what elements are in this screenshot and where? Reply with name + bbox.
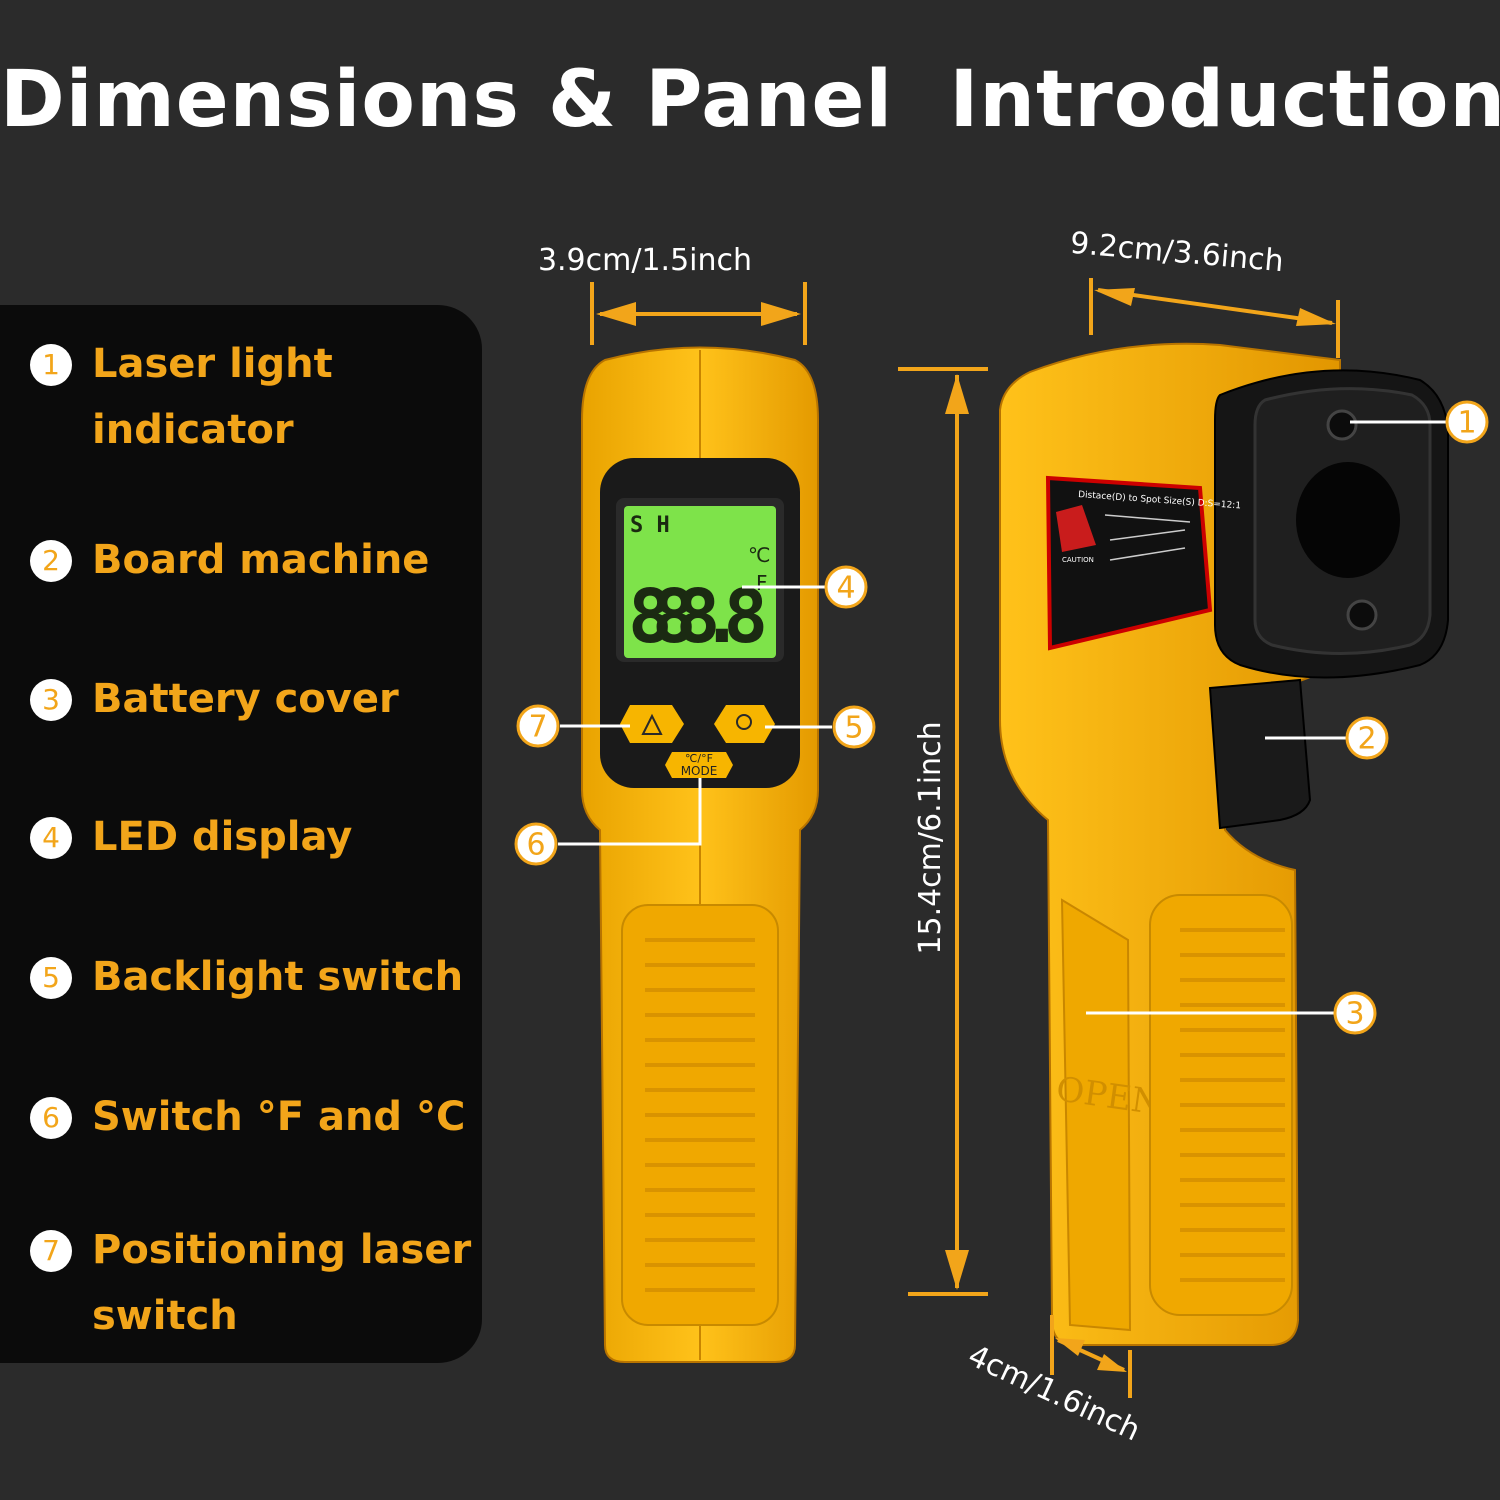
legend-label: Battery cover (92, 676, 399, 722)
dimension-label: 4cm/1.6inch (963, 1338, 1146, 1448)
legend-number: 4 (30, 817, 72, 859)
lightbulb-icon (736, 714, 752, 730)
callout-1: 1 (1350, 400, 1489, 444)
callout-number: 6 (526, 828, 545, 863)
callout-6: 6 (514, 778, 702, 866)
callout-number: 1 (1457, 406, 1476, 441)
legend-label: Switch °F and °C (92, 1094, 466, 1140)
legend-number: 7 (30, 1230, 72, 1272)
dimension-label: 15.4cm/6.1inch (913, 721, 948, 954)
callout-number: 5 (844, 711, 863, 746)
callout-number: 7 (528, 710, 547, 745)
legend-number: 3 (30, 679, 72, 721)
legend-number: 6 (30, 1097, 72, 1139)
callout-7: 7 (516, 704, 630, 748)
laser-button[interactable] (620, 705, 684, 743)
lcd-unit-bottom: F (756, 571, 768, 595)
battery-cover[interactable] (1060, 898, 1132, 1332)
laser-icon (641, 713, 663, 735)
legend-label: Positioning laser switch (92, 1227, 472, 1339)
legend-panel: 1 Laser light indicator 2 Board machine … (0, 305, 482, 1363)
callout-2: 2 (1265, 716, 1389, 760)
callout-3: 3 (1086, 991, 1377, 1035)
page-title: Dimensions & Panel Introduction (0, 55, 1500, 145)
legend-label: Board machine (92, 537, 430, 583)
legend-number: 1 (30, 344, 72, 386)
dimension-side-length: 9.2cm/3.6inch (1069, 226, 1340, 358)
trigger[interactable] (1208, 678, 1312, 830)
backlight-button[interactable] (714, 705, 775, 743)
warning-caution: CAUTION (1062, 556, 1094, 564)
legend-number: 5 (30, 957, 72, 999)
grip-ridges (645, 938, 755, 1292)
dimension-label: 3.9cm/1.5inch (538, 243, 752, 278)
legend-label: Laser light indicator (92, 341, 333, 453)
laser-emitter (1326, 409, 1358, 441)
side-grip-ridges (1180, 928, 1285, 1282)
sensor-lens (1296, 462, 1400, 578)
dimension-front-width: 3.9cm/1.5inch (538, 243, 807, 345)
dimension-label: 9.2cm/3.6inch (1069, 226, 1285, 280)
lcd-screen (624, 506, 776, 658)
legend-number: 2 (30, 540, 72, 582)
callout-4: 4 (742, 565, 868, 609)
front-view-device: S H 888.8 ℃ F ℃/°F MODE (581, 346, 819, 1363)
callout-5: 5 (765, 705, 876, 749)
callout-number: 4 (836, 571, 855, 606)
lcd-icons: S H (630, 513, 670, 538)
side-view-device: Distace(D) to Spot Size(S) D:S=12:1 CAUT… (999, 342, 1449, 1346)
callout-number: 2 (1357, 722, 1376, 757)
callout-number: 3 (1345, 997, 1364, 1032)
legend-label: Backlight switch (92, 954, 464, 1000)
lcd-unit-top: ℃ (748, 543, 770, 567)
dimension-height: 15.4cm/6.1inch (898, 367, 988, 1296)
mode-button-label: MODE (681, 764, 718, 778)
mode-button-top-label: ℃/°F (685, 752, 713, 765)
mode-button[interactable] (665, 752, 733, 778)
legend-label: LED display (92, 814, 353, 860)
